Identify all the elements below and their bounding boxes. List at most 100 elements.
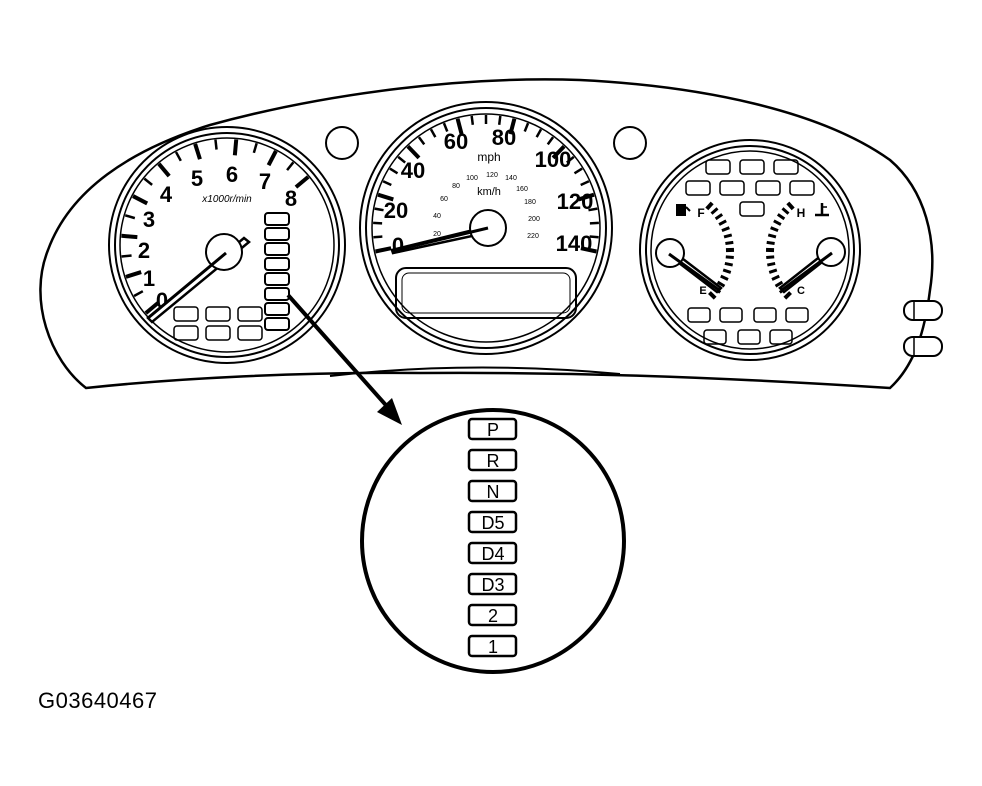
temp-scale-tick xyxy=(767,261,776,267)
tach-num-7: 7 xyxy=(259,169,271,194)
odometer-display xyxy=(395,267,577,319)
speed-major-tick xyxy=(375,246,392,254)
speed-minor-tick xyxy=(497,115,502,125)
tach-major-tick xyxy=(121,233,138,240)
gear-label-p: P xyxy=(487,420,499,440)
callout-arrow xyxy=(286,293,402,425)
temp-cold-label: C xyxy=(797,285,805,297)
gear-strip-lamp xyxy=(264,242,290,256)
tach-minor-tick xyxy=(174,151,182,162)
speed-minor-tick xyxy=(389,167,399,175)
temp-scale-tick xyxy=(766,240,775,246)
tach-minor-tick xyxy=(252,142,258,154)
kmh-num-160: 160 xyxy=(516,186,528,193)
mph-num-40: 40 xyxy=(401,158,425,183)
mph-num-0: 0 xyxy=(392,233,404,258)
gear-label-r: R xyxy=(487,451,500,471)
gauge-warning-lamps-bottom xyxy=(687,307,809,345)
tach-major-tick xyxy=(232,139,239,156)
kmh-num-220: 220 xyxy=(527,233,539,240)
tach-major-tick xyxy=(266,150,278,167)
tach-major-tick xyxy=(193,143,202,160)
indicator-lamp-left xyxy=(325,126,359,160)
fuel-scale-tick xyxy=(705,201,714,211)
cluster-housing xyxy=(39,78,934,390)
tach-num-4: 4 xyxy=(160,182,173,207)
speed-minor-tick xyxy=(382,180,392,187)
kmh-num-20: 20 xyxy=(433,231,441,238)
gear-strip-lamp xyxy=(264,317,290,331)
gear-label-2: 2 xyxy=(488,606,498,626)
mph-num-120: 120 xyxy=(557,189,594,214)
tachometer: 0 1 2 3 4 5 6 7 8 x1000r/min xyxy=(108,126,346,364)
tach-major-tick xyxy=(144,301,160,315)
tach-num-6: 6 xyxy=(226,162,238,187)
speed-major-tick xyxy=(580,246,597,254)
tachometer-ticks xyxy=(121,139,310,315)
temp-scale-tick xyxy=(771,274,780,281)
speed-minor-tick xyxy=(417,136,426,146)
kmh-num-100: 100 xyxy=(466,175,478,182)
gear-box-d4 xyxy=(467,541,518,565)
speed-minor-tick xyxy=(573,167,583,175)
temp-hot-label: H xyxy=(797,206,806,220)
tach-major-tick xyxy=(132,194,149,206)
fuel-scale-tick xyxy=(724,261,733,267)
tach-minor-tick xyxy=(124,214,136,220)
gear-label-1: 1 xyxy=(488,637,498,657)
temp-scale-tick xyxy=(768,268,778,274)
mph-num-20: 20 xyxy=(384,198,408,223)
gear-strip-lamp xyxy=(264,257,290,271)
gear-position-strip xyxy=(264,212,290,331)
kmh-num-120: 120 xyxy=(486,172,498,179)
tach-minor-tick xyxy=(214,139,218,150)
mph-unit: mph xyxy=(477,150,500,164)
speed-minor-tick xyxy=(588,207,598,212)
gear-strip-lamp xyxy=(264,302,290,316)
gear-label-d4: D4 xyxy=(481,544,504,564)
speedometer: 0 20 40 60 80 100 120 140 mph km/h 20 40… xyxy=(359,101,613,355)
gear-box-n xyxy=(467,479,518,503)
tach-major-tick xyxy=(157,162,171,178)
gear-box-d5 xyxy=(467,510,518,534)
kmh-unit: km/h xyxy=(477,186,501,198)
fuel-empty-label: E xyxy=(699,285,706,297)
gear-box-r xyxy=(467,448,518,472)
gauge-warning-lamps-top xyxy=(685,159,815,217)
tach-num-1: 1 xyxy=(143,266,155,291)
temp-scale xyxy=(765,201,795,300)
speed-minor-tick xyxy=(470,115,475,125)
tach-major-tick xyxy=(294,175,310,189)
tach-minor-tick xyxy=(121,254,132,258)
kmh-num-200: 200 xyxy=(528,216,540,223)
kmh-num-40: 40 xyxy=(433,213,441,220)
temp-scale-tick xyxy=(776,213,786,221)
tach-unit: x1000r/min xyxy=(201,194,252,205)
tach-minor-tick xyxy=(143,177,153,186)
fuel-scale-tick xyxy=(723,233,733,239)
fuel-scale-tick xyxy=(714,213,724,221)
gear-label-d3: D3 xyxy=(481,575,504,595)
indicator-lamp-right xyxy=(613,126,647,160)
gear-label-d5: D5 xyxy=(481,513,504,533)
tach-minor-tick xyxy=(286,161,295,171)
temp-scale-tick xyxy=(781,207,790,215)
speed-minor-tick xyxy=(397,155,406,164)
speed-minor-tick xyxy=(535,128,543,138)
fuel-full-label: F xyxy=(697,206,704,220)
gear-strip-lamp xyxy=(264,212,290,226)
trip-knob-lower xyxy=(903,336,943,357)
kmh-num-60: 60 xyxy=(440,196,448,203)
gear-box-d3 xyxy=(467,572,518,596)
tach-warning-lamps xyxy=(173,306,263,341)
tach-num-8: 8 xyxy=(285,186,297,211)
fuel-scale-tick xyxy=(720,274,729,281)
temp-scale-tick xyxy=(767,233,777,239)
speed-major-tick xyxy=(508,118,517,135)
fuel-scale-tick xyxy=(721,226,730,233)
speed-major-tick xyxy=(578,192,595,202)
speed-minor-tick xyxy=(374,207,384,212)
temp-scale-tick xyxy=(783,291,792,300)
